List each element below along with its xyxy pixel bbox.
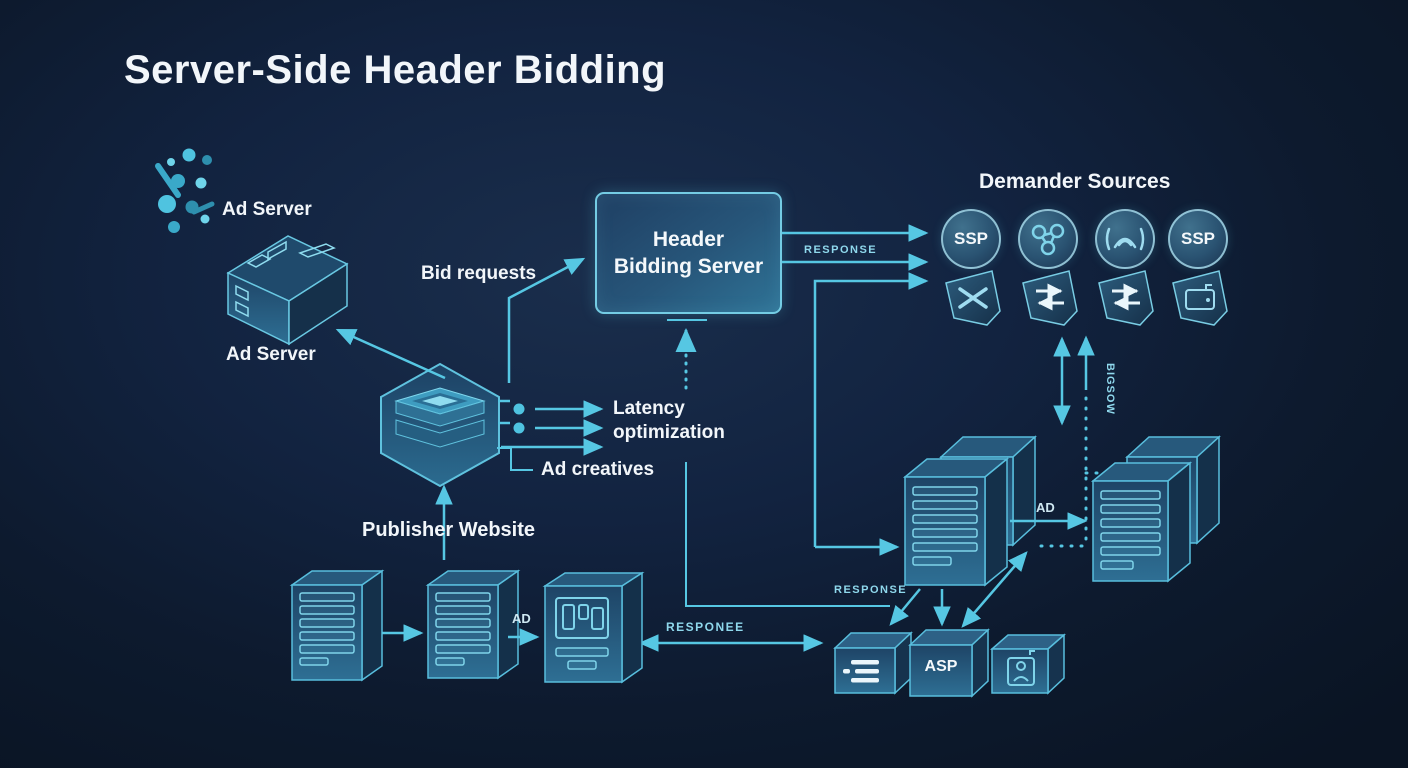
- person-badge-icon: [1007, 650, 1035, 686]
- hbs-response-arrows: [780, 224, 929, 556]
- document-server-2: [425, 569, 521, 680]
- tower-front-left: [902, 457, 1010, 587]
- response-top-label: response: [804, 244, 878, 256]
- response-bottom-label: responee: [666, 620, 745, 634]
- exchange-arrows-badge-2: [1098, 270, 1154, 326]
- ssp-circle-2: SSP: [1168, 209, 1228, 269]
- ad-network-dots-icon: [155, 148, 215, 233]
- publisher-layer-stack: [380, 362, 500, 488]
- ssp-label-1: SSP: [953, 229, 989, 248]
- network-nodes-icon: [1031, 223, 1065, 256]
- ssp-label-2: SSP: [1180, 229, 1216, 248]
- ad-server-top-label: Ad Server: [222, 199, 312, 220]
- publisher-to-adserver-arrow: [335, 328, 446, 380]
- response-right-label: response: [834, 584, 908, 596]
- demand-badges: [945, 270, 1228, 326]
- bid-requests-arrow: [507, 257, 586, 383]
- bid-requests-label: Bid requests: [421, 263, 537, 284]
- demander-sources-heading: Demander Sources: [979, 170, 1171, 193]
- latency-optimization-label: Latency optimization: [613, 398, 725, 443]
- tower-front-right: [1090, 461, 1193, 583]
- person-badge-cube: [990, 633, 1066, 695]
- ad-server-package: [226, 235, 349, 346]
- ad-left-label: AD: [512, 611, 531, 626]
- asp-label: ASP: [924, 658, 958, 675]
- publisher-website-label: Publisher Website: [362, 519, 536, 541]
- ad-server-box-label: Ad Server: [226, 344, 316, 365]
- vertical-garbled-label: Bigsow: [1104, 363, 1116, 415]
- ad-creative-server: [542, 571, 645, 684]
- list-cube: [833, 631, 913, 695]
- tower-to-cube-arrows: [889, 551, 1028, 628]
- response-elbow-line: [685, 462, 890, 607]
- signal-arcs-icon: [1105, 227, 1145, 251]
- ssp-circle-1: SSP: [941, 209, 1001, 269]
- list-icon: [843, 660, 879, 683]
- hbs-dotted-up-arrow: [667, 319, 707, 390]
- latency-arrows: [498, 399, 604, 456]
- ad-creatives-label: Ad creatives: [541, 459, 655, 480]
- ad-creatives-connector: [497, 447, 533, 471]
- page-title: Server-Side Header Bidding: [124, 48, 667, 92]
- network-nodes-circle: [1018, 209, 1078, 269]
- exchange-arrows-badge-1: [1022, 270, 1078, 326]
- signal-arcs-circle: [1095, 209, 1155, 269]
- header-bidding-server-box: Header Bidding Server: [595, 192, 782, 314]
- wallet-badge: [1172, 270, 1228, 326]
- document-server-1: [289, 569, 385, 682]
- asp-cube: [908, 628, 990, 698]
- hbs-label: Header Bidding Server: [613, 227, 764, 278]
- crossed-arrows-badge: [945, 270, 1001, 326]
- ad-right-label: AD: [1036, 500, 1055, 515]
